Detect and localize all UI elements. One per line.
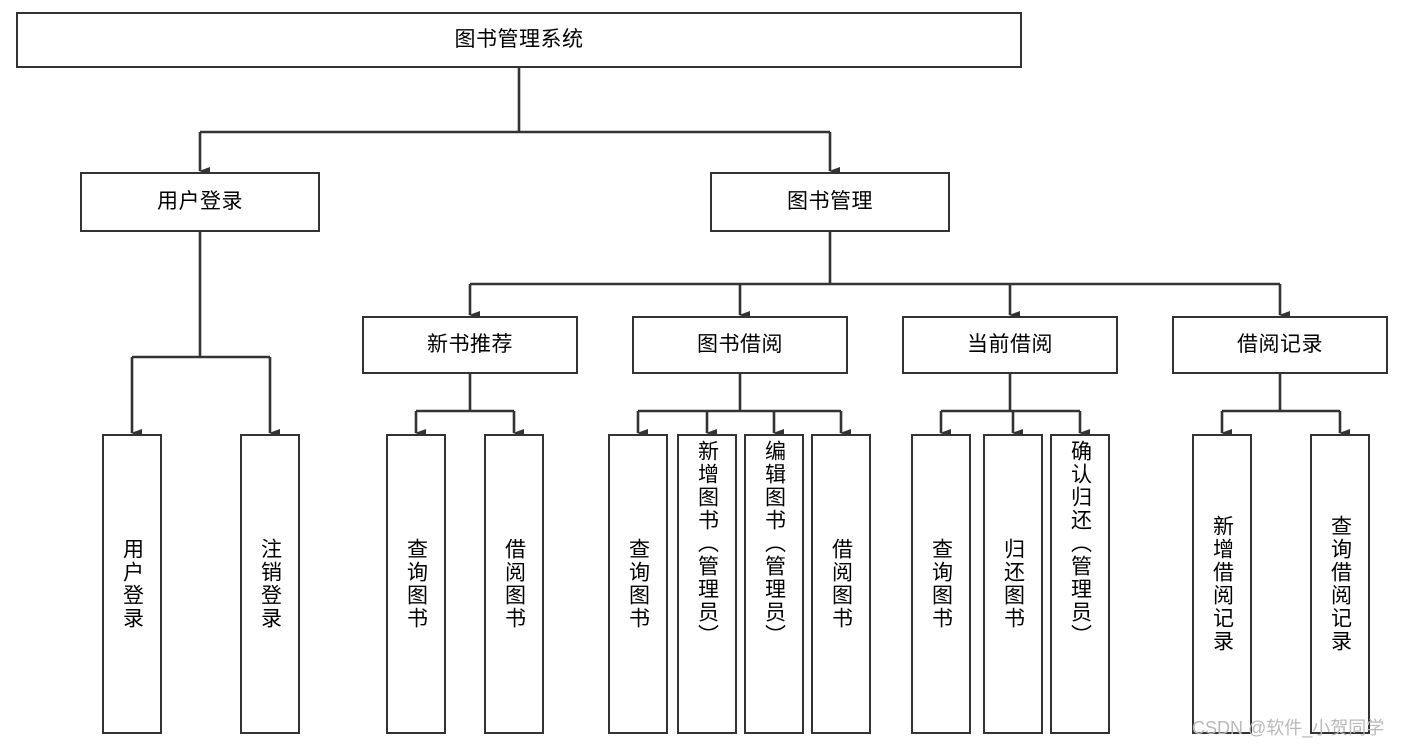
node-leaf-query-book-2[interactable]: 查询图书 (608, 434, 668, 734)
node-leaf-borrow-book-1-label: 借阅图书 (502, 538, 526, 630)
node-leaf-borrow-book-1[interactable]: 借阅图书 (484, 434, 544, 734)
node-new-book-recommend-label: 新书推荐 (427, 333, 513, 357)
node-new-book-recommend[interactable]: 新书推荐 (362, 316, 578, 374)
node-book-manage[interactable]: 图书管理 (710, 172, 950, 232)
node-borrow-record-label: 借阅记录 (1237, 333, 1323, 357)
node-leaf-query-book-3-label: 查询图书 (929, 538, 953, 630)
node-leaf-add-book-label: 新增图书（管理员） (695, 440, 719, 647)
node-leaf-user-login[interactable]: 用户登录 (102, 434, 162, 734)
connector-lines (130, 68, 1350, 437)
node-leaf-add-book[interactable]: 新增图书（管理员） (677, 434, 737, 734)
node-leaf-borrow-book-2-label: 借阅图书 (829, 538, 853, 630)
node-leaf-confirm-return-label: 确认归还（管理员） (1068, 440, 1092, 647)
node-user-login[interactable]: 用户登录 (80, 172, 320, 232)
node-leaf-return-book-label: 归还图书 (1001, 538, 1025, 630)
node-leaf-borrow-book-2[interactable]: 借阅图书 (811, 434, 871, 734)
watermark: CSDN @软件_小贺同学 (1192, 718, 1385, 738)
node-root[interactable]: 图书管理系统 (16, 12, 1022, 68)
node-book-borrow-label: 图书借阅 (697, 333, 783, 357)
node-leaf-confirm-return[interactable]: 确认归还（管理员） (1050, 434, 1110, 734)
node-current-borrow-label: 当前借阅 (967, 333, 1053, 357)
node-leaf-query-book-3[interactable]: 查询图书 (911, 434, 971, 734)
node-book-borrow[interactable]: 图书借阅 (632, 316, 848, 374)
node-current-borrow[interactable]: 当前借阅 (902, 316, 1118, 374)
node-leaf-add-record[interactable]: 新增借阅记录 (1192, 434, 1252, 734)
node-leaf-user-logout[interactable]: 注销登录 (240, 434, 300, 734)
node-user-login-label: 用户登录 (157, 190, 243, 214)
node-leaf-edit-book[interactable]: 编辑图书（管理员） (744, 434, 804, 734)
node-leaf-add-record-label: 新增借阅记录 (1210, 515, 1234, 653)
node-leaf-query-book-2-label: 查询图书 (626, 538, 650, 630)
node-root-label: 图书管理系统 (454, 28, 584, 52)
node-leaf-user-login-label: 用户登录 (120, 538, 144, 630)
node-leaf-return-book[interactable]: 归还图书 (983, 434, 1043, 734)
node-leaf-edit-book-label: 编辑图书（管理员） (762, 440, 786, 647)
node-borrow-record[interactable]: 借阅记录 (1172, 316, 1388, 374)
node-leaf-query-record[interactable]: 查询借阅记录 (1310, 434, 1370, 734)
node-leaf-user-logout-label: 注销登录 (258, 538, 282, 630)
node-book-manage-label: 图书管理 (787, 190, 873, 214)
node-leaf-query-record-label: 查询借阅记录 (1328, 515, 1352, 653)
node-leaf-query-book-1[interactable]: 查询图书 (386, 434, 446, 734)
node-leaf-query-book-1-label: 查询图书 (404, 538, 428, 630)
